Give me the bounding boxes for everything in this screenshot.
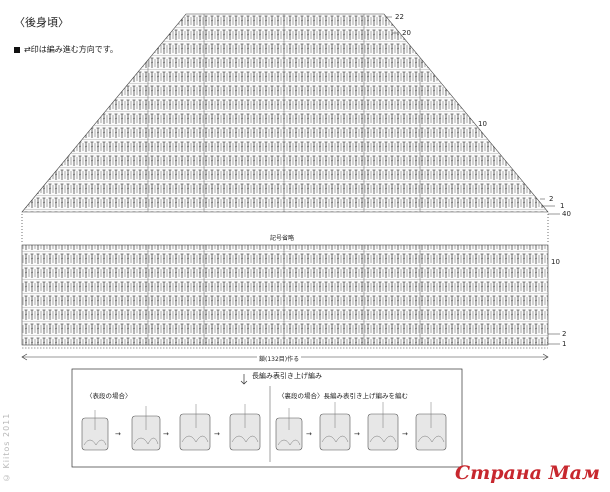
svg-text:→: → [354,430,360,438]
chain-count-label: 鎖(132目)作る [257,354,302,363]
svg-text:→: → [163,430,169,438]
vertical-watermark: © Kiitos 2011 [2,412,11,482]
row-label-2-lower: 2 [562,330,567,338]
legend-case-front: 〈表段の場合〉 [86,392,132,400]
lower-stitch-block [21,244,549,346]
omitted-gap [21,214,549,243]
svg-text:→: → [306,430,312,438]
direction-note-text: ⇄印は編み進む方向です。 [24,45,118,54]
legend-case-back: 〈裏段の場合〉長編み表引き上げ編みを編む [278,392,408,400]
illustration-front [81,413,261,451]
svg-text:→: → [115,430,121,438]
row-label-10-upper: 10 [478,120,487,128]
upper-stitch-block [21,13,549,213]
row-label-1-lower: 1 [562,340,567,348]
svg-text:→: → [214,430,220,438]
direction-note: ⇄印は編み進む方向です。 [14,44,118,55]
bullet-square-icon [14,46,20,53]
symbol-omitted-label: 記号省略 [270,235,295,242]
row-label-40: 40 [562,210,571,218]
diagram-title: 〈後身頃〉 [14,16,69,29]
row-label-1-upper: 1 [560,202,565,210]
row-label-22: 22 [395,13,404,21]
row-label-20: 20 [402,29,411,37]
legend-box: → → → → → → [71,368,463,468]
legend-title: 長編み表引き上げ編み [252,372,322,380]
row-label-10-lower: 10 [551,258,560,266]
row-leaders [386,16,560,345]
svg-text:→: → [402,430,408,438]
brand-logo: Страна Мам [454,462,600,484]
row-label-2-upper: 2 [549,195,554,203]
